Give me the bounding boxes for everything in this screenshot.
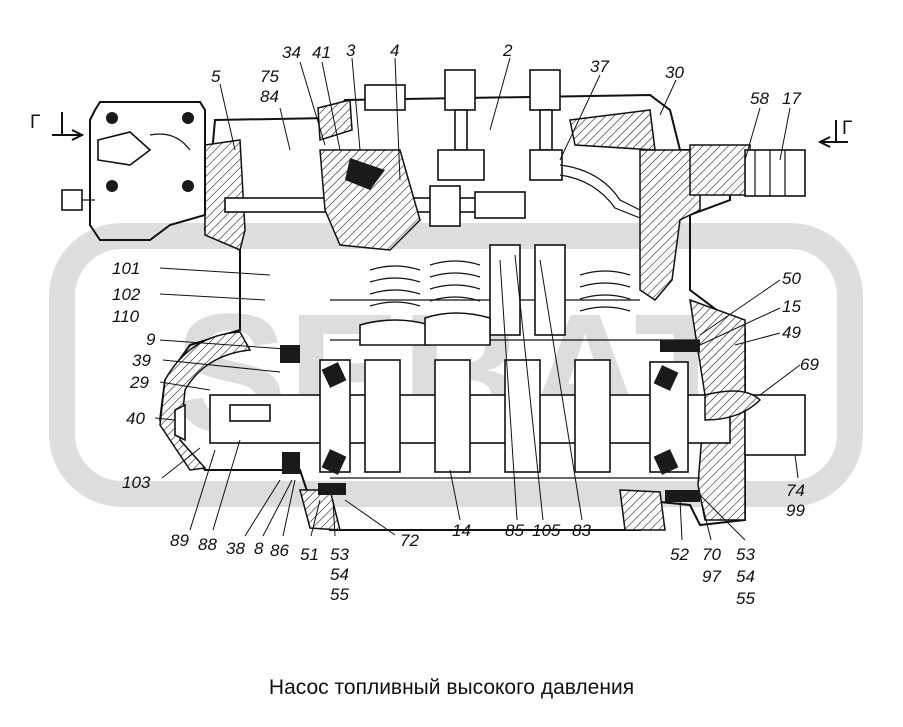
callout-label: 29 [129,373,149,392]
callout-label: 38 [226,539,245,558]
callout-label: 101 [112,259,140,278]
governor-housing [61,101,206,241]
callout-label: 34 [282,43,301,62]
callout-label: 53 [330,545,349,564]
callout-label: 37 [590,57,609,76]
callout-label: 54 [330,565,349,584]
callout-label: 53 [736,545,755,564]
callout-label: 103 [122,473,151,492]
callout-labels: 5 75 84 34 41 3 4 2 37 30 58 17 101 102 … [112,41,819,608]
callout-label: 41 [312,43,331,62]
camshaft [174,340,806,502]
callout-label: 3 [346,41,356,60]
callout-label: 105 [532,521,561,540]
callout-label: 89 [170,531,189,550]
callout-label: 14 [452,521,471,540]
callout-label: 85 [505,521,524,540]
callout-label: 52 [670,545,689,564]
callout-label: 30 [665,63,684,82]
callout-label: 88 [198,535,217,554]
callout-label: 86 [270,541,289,560]
figure-caption: Насос топливный высокого давления [268,676,635,699]
callout-label: 51 [300,545,319,564]
outlet-fitting [689,144,806,197]
callout-label: 50 [782,269,801,288]
callout-label: 40 [126,409,145,428]
callout-label: 83 [572,521,591,540]
callout-label: 39 [132,351,151,370]
callout-label: 99 [786,501,805,520]
section-marks: Г Г [30,112,852,148]
pump-housing [158,93,746,531]
control-rack [224,149,526,251]
section-mark-right: Г [842,118,852,139]
callout-label: 15 [782,297,801,316]
leader-lines [154,57,801,541]
callout-label: 55 [736,589,755,608]
callout-label: 4 [390,41,399,60]
callout-label: 69 [800,355,819,374]
plunger-sections [364,69,641,219]
callout-label: 8 [254,539,264,558]
callout-label: 5 [211,67,221,86]
callout-label: 58 [750,89,769,108]
callout-label: 75 [260,67,279,86]
callout-label: 49 [782,323,801,342]
callout-label: 72 [400,531,419,550]
callout-label: 110 [112,307,140,326]
callout-label: 55 [330,585,349,604]
callout-label: 97 [702,567,721,586]
callout-label: 9 [146,330,156,349]
callout-label: 2 [502,41,513,60]
callout-label: 54 [736,567,755,586]
section-mark-left: Г [30,112,40,133]
callout-label: 102 [112,285,141,304]
callout-label: 70 [702,545,721,564]
callout-label: 74 [786,481,805,500]
callout-label: 84 [260,87,279,106]
callout-label: 17 [782,89,801,108]
